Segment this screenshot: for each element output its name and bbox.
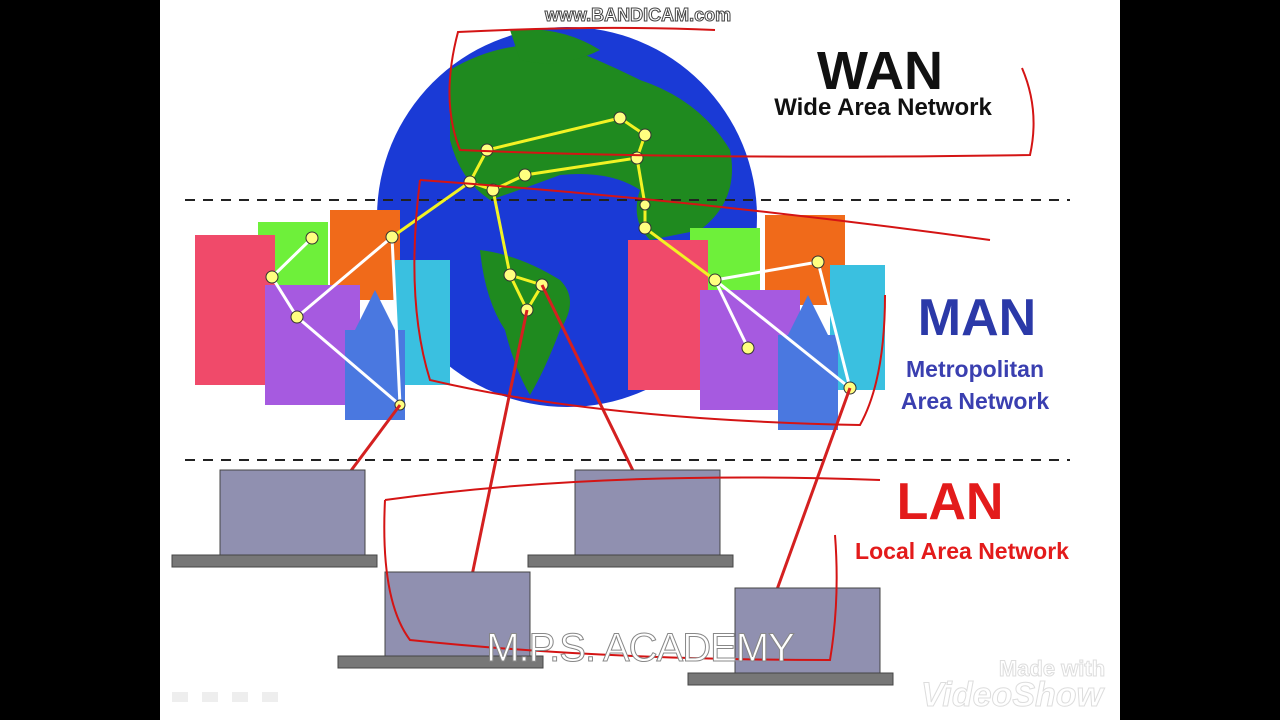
red-annotations [383, 26, 1035, 662]
man-subtitle-line1: Metropolitan [906, 356, 1044, 382]
bandicam-watermark: www.BANDICAM.com [544, 5, 732, 26]
lan-building [687, 587, 894, 686]
man-subtitle-line2: Area Network [900, 388, 1050, 414]
pen-icon[interactable] [202, 692, 218, 702]
videoshow-watermark-line1: Made with [998, 656, 1106, 682]
zoom-icon[interactable] [262, 692, 278, 702]
wan-subtitle: Wide Area Network [774, 94, 992, 121]
channel-watermark: M.P.S. ACADEMY [486, 626, 796, 671]
lan-title: LAN [896, 473, 1004, 531]
pointer-icon[interactable] [172, 692, 188, 702]
lan-subtitle: Local Area Network [855, 538, 1069, 564]
man-title: MAN [917, 289, 1037, 347]
videoshow-watermark-line2: VideoShow [921, 676, 1104, 715]
lan-building [171, 469, 378, 568]
lan-buildings [171, 469, 894, 686]
lan-building [527, 469, 734, 568]
menu-icon[interactable] [232, 692, 248, 702]
lan-building [337, 571, 544, 669]
slide-controls [172, 692, 278, 702]
city-left [195, 210, 450, 420]
wan-title: WAN [817, 41, 943, 101]
